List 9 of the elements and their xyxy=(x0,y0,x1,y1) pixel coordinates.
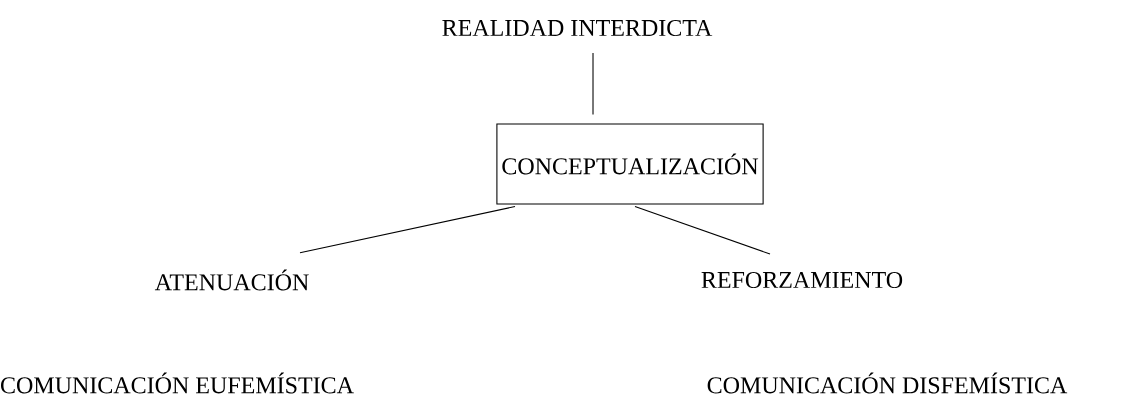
node-text: ATENUACIÓN xyxy=(154,269,309,291)
node-text: REALIDAD INTERDICTA xyxy=(442,19,713,37)
node-text: REFORZAMIENTO xyxy=(701,271,903,289)
connector-line xyxy=(592,52,594,115)
connector-line xyxy=(299,206,516,254)
connector-line xyxy=(634,206,771,255)
process-box: CONCEPTUALIZACIÓN xyxy=(496,123,764,205)
label-text: COMUNICACIÓN DISFEMÍSTICA xyxy=(707,372,1068,394)
label-text: COMUNICACIÓN EUFEMÍSTICA xyxy=(1,372,354,394)
